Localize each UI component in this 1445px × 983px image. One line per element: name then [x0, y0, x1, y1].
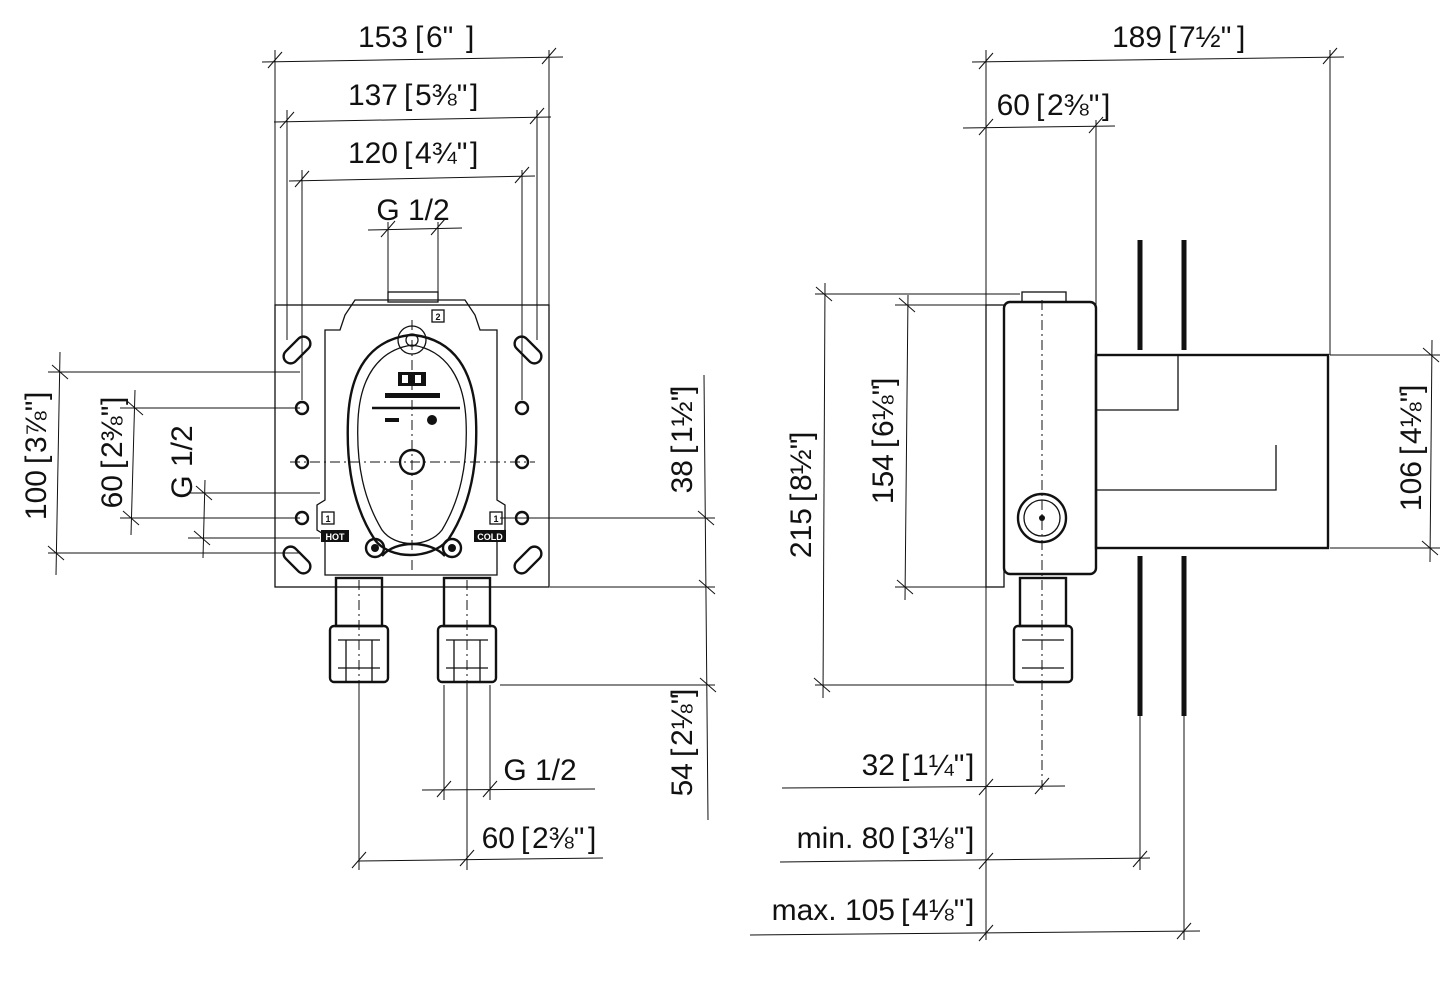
front-view: 2 1 1 HOT COLD — [20, 21, 717, 870]
slot-hole — [282, 545, 312, 575]
svg-text:[: [ — [20, 455, 53, 464]
side-dim-top-1-value: 189 — [1112, 21, 1162, 54]
label-cold: COLD — [477, 532, 503, 542]
dim-bottom-2-value: 60 — [482, 822, 515, 855]
svg-text:]: ] — [966, 822, 974, 855]
dim-right-2-inch: 2⅛" — [666, 694, 699, 746]
slot-hole — [282, 335, 312, 365]
side-dim-bottom-3-inch: 4⅛" — [912, 894, 964, 927]
svg-text:[: [ — [785, 493, 818, 502]
svg-text:]: ] — [588, 822, 596, 855]
mounting-plate — [274, 304, 550, 588]
dim-right-2-value: 54 — [666, 763, 699, 796]
dim-right-1-value: 38 — [666, 460, 699, 493]
marker-left: 1 — [325, 514, 330, 524]
svg-text:[: [ — [1395, 446, 1428, 455]
svg-text:[: [ — [901, 749, 910, 782]
side-body — [1002, 300, 1098, 576]
side-dim-top-2-value: 60 — [997, 89, 1030, 122]
spindle-housing — [1094, 353, 1330, 550]
side-dim-right-1-value: 106 — [1395, 461, 1428, 511]
side-pipe — [1012, 576, 1074, 684]
dim-top-1-value: 153 — [358, 21, 408, 54]
dim-bottom-1-label: G 1/2 — [503, 754, 576, 787]
slot-hole — [513, 335, 543, 365]
dim-top-1-inch: 6" — [426, 21, 453, 54]
side-dim-left-2-inch: 6⅛" — [867, 385, 900, 437]
top-connector — [387, 291, 439, 303]
svg-text:]: ] — [466, 21, 474, 54]
side-dim-bottom-3-value: max. 105 — [772, 894, 895, 927]
svg-text:]: ] — [666, 386, 699, 394]
svg-text:[: [ — [666, 748, 699, 757]
svg-text:]: ] — [470, 137, 478, 170]
side-dim-left-2-value: 154 — [867, 454, 900, 504]
side-plate — [985, 304, 1005, 588]
side-dim-bottom-2-value: min. 80 — [797, 822, 895, 855]
svg-text:]: ] — [785, 432, 818, 440]
svg-text:]: ] — [1102, 89, 1110, 122]
svg-text:[: [ — [1168, 21, 1177, 54]
side-dim-bottom-1-value: 32 — [862, 749, 895, 782]
side-dim-left-1-inch: 8½" — [785, 439, 818, 491]
dim-left-2-value: 60 — [96, 475, 129, 508]
svg-text:[: [ — [96, 460, 129, 469]
svg-text:[: [ — [404, 79, 413, 112]
marker-right: 1 — [493, 514, 498, 524]
svg-text:]: ] — [867, 378, 900, 386]
svg-text:]: ] — [966, 894, 974, 927]
side-dim-bottom-1-inch: 1¼" — [912, 749, 964, 782]
svg-text:]: ] — [666, 689, 699, 697]
svg-text:[: [ — [867, 439, 900, 448]
dim-left-1-value: 100 — [20, 470, 53, 520]
label-hot: HOT — [326, 532, 346, 542]
svg-text:]: ] — [20, 392, 53, 400]
svg-text:[: [ — [415, 21, 424, 54]
dim-left-3-label: G 1/2 — [166, 425, 199, 498]
svg-text:]: ] — [1237, 21, 1245, 54]
svg-text:[: [ — [521, 822, 530, 855]
dim-top-3-value: 120 — [348, 137, 398, 170]
side-dim-left-1-value: 215 — [785, 508, 818, 558]
dim-top-2-value: 137 — [348, 79, 398, 112]
valve-shield — [346, 333, 478, 557]
svg-text:[: [ — [1036, 89, 1045, 122]
svg-text:]: ] — [470, 79, 478, 112]
svg-text:[: [ — [901, 822, 910, 855]
dim-top-3-inch: 4¾" — [415, 137, 467, 170]
svg-text:[: [ — [666, 445, 699, 454]
side-view: 189 [ 7½" ] 60 [ 2⅜" ] 215 [ 8½" ] 154 [… — [749, 21, 1440, 942]
dim-left-2-inch: 2⅜" — [96, 406, 129, 458]
svg-text:]: ] — [966, 749, 974, 782]
side-dim-right-1-inch: 4⅛" — [1395, 392, 1428, 444]
dim-left-1-inch: 3⅞" — [20, 401, 53, 453]
slot-hole — [513, 545, 543, 575]
side-dim-bottom-2-inch: 3⅛" — [912, 822, 964, 855]
svg-text:[: [ — [404, 137, 413, 170]
svg-text:]: ] — [96, 397, 129, 405]
dim-top-2-inch: 5⅜" — [415, 79, 467, 112]
dim-right-1-inch: 1½" — [666, 391, 699, 443]
marker-top: 2 — [435, 312, 440, 322]
side-dim-top-2-inch: 2⅜" — [1047, 89, 1099, 122]
dim-top-4-label: G 1/2 — [376, 194, 449, 227]
valve-body-outline — [316, 299, 506, 576]
side-dim-top-1-inch: 7½" — [1179, 21, 1231, 54]
dim-bottom-2-inch: 2⅜" — [532, 822, 584, 855]
svg-text:[: [ — [901, 894, 910, 927]
svg-text:]: ] — [1395, 385, 1428, 393]
